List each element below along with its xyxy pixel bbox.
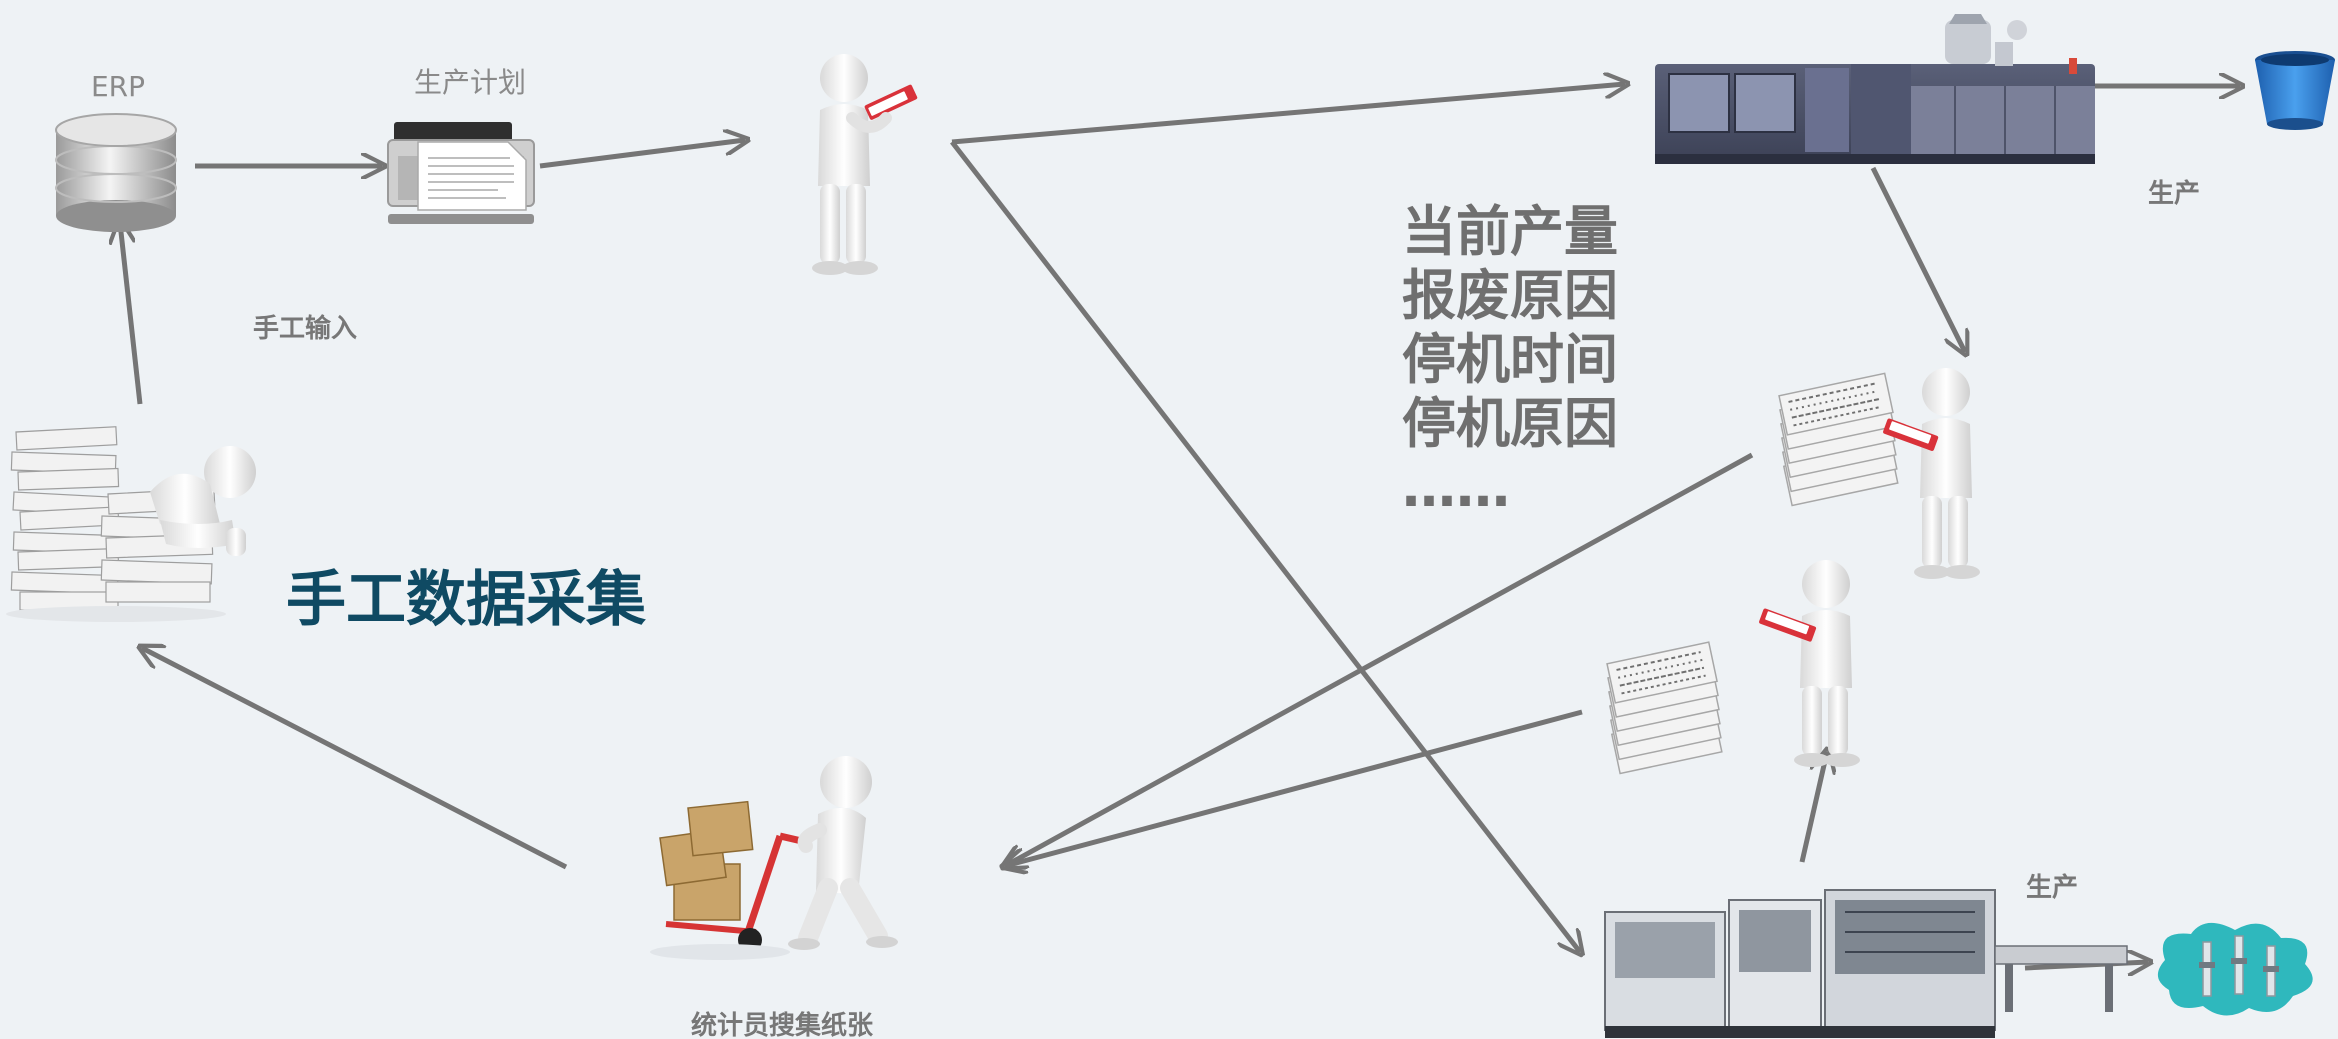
data-item: 停机原因	[1402, 392, 1618, 455]
bucket-icon	[2255, 51, 2335, 130]
teal-product-icon	[2157, 922, 2313, 1016]
statistician-label: 统计员搜集纸张	[691, 1010, 874, 1039]
arrow-papers-upper-to-collector	[1005, 452, 1754, 866]
arrow-worker-to-molding	[951, 84, 1625, 145]
person-on-papers-icon	[6, 426, 256, 622]
arrow-papers-lower-to-collector	[1005, 709, 1583, 866]
injection-molding-machine-icon	[1655, 14, 2095, 164]
data-item: 报废原因	[1402, 264, 1618, 327]
paper-stack-icon	[1606, 641, 1723, 775]
arrow-assembly-to-operator	[1799, 752, 1827, 863]
data-item: 当前产量	[1402, 200, 1618, 263]
arrow-pile-to-erp	[120, 223, 143, 405]
person-with-clipboard-icon	[1759, 560, 1860, 767]
person-with-clipboard-icon	[812, 54, 918, 275]
erp-label: ERP	[91, 70, 145, 103]
arrow-plan-to-worker	[539, 140, 745, 169]
document-tray-icon	[387, 122, 535, 224]
production-label-top: 生产	[2148, 179, 2200, 209]
arrow-collector-to-pile	[142, 648, 568, 870]
main-title: 手工数据采集	[286, 565, 646, 635]
production-plan-label: 生产计划	[414, 66, 526, 99]
hand-truck-icon	[650, 756, 898, 960]
data-item: ……	[1402, 456, 1510, 519]
paper-stack-icon	[1778, 372, 1899, 507]
assembly-line-machine-icon	[1604, 889, 2128, 1038]
manual-input-label: 手工输入	[253, 313, 357, 344]
flow-arrows	[120, 84, 2240, 968]
database-icon	[55, 113, 177, 232]
arrow-molding-to-operator	[1870, 166, 1965, 352]
person-with-clipboard-icon	[1883, 368, 1980, 579]
data-items-list: 当前产量 报废原因 停机时间 停机原因 ……	[1402, 200, 1618, 519]
production-label-bottom: 生产	[2026, 873, 2078, 903]
arrow-worker-to-assembly	[950, 140, 1580, 952]
data-item: 停机时间	[1402, 328, 1618, 391]
